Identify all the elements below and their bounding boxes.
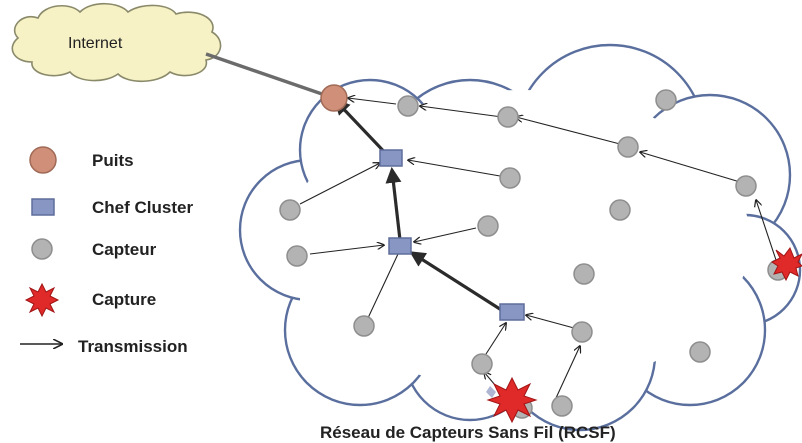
internet-cloud-icon [11,2,222,83]
transmission-link [555,346,580,399]
sensor-node [279,199,301,221]
backbone-link [385,166,402,241]
sensor-node [551,395,573,417]
sensor-node [353,315,375,337]
sensor-node [499,167,521,189]
legend-transmission-label: Transmission [78,337,188,356]
sensor-node [617,136,639,158]
sensor-node [497,106,519,128]
legend-sink-icon [29,146,57,174]
sensor-node [571,321,593,343]
internet-label: Internet [68,35,123,52]
legend-sensor-label: Capteur [92,240,157,259]
sensor-node [735,175,757,197]
diagram-caption: Réseau de Capteurs Sans Fil (RCSF) [320,423,616,442]
legend: Puits Chef Cluster Capteur Capture Trans… [20,146,193,356]
sink-node [320,84,348,112]
sensor-node [397,95,419,117]
sensor-node [471,353,493,375]
transmission-link [420,106,503,118]
legend-capture-icon [24,282,60,318]
transmission-link [414,227,477,242]
capture-burst-icon [771,246,802,282]
legend-sink-label: Puits [92,151,134,170]
legend-cluster-head-icon [31,198,55,216]
transmission-link [526,315,575,329]
transmission-links [299,98,777,399]
transmission-link [309,245,384,255]
sensor-node [573,263,595,285]
cluster-head-node [388,237,412,255]
sensor-node [477,215,499,237]
transmission-link [516,117,621,145]
capture-burst-icon [486,376,538,424]
transmission-link [408,160,501,177]
transmission-link [367,253,399,319]
legend-sensor-icon [31,238,53,260]
legend-cluster-head-label: Chef Cluster [92,198,193,217]
legend-capture-label: Capture [92,290,156,309]
cluster-head-node [379,149,403,167]
sensor-node [689,341,711,363]
transmission-link [348,98,397,105]
transmission-link [299,163,380,205]
transmission-link [485,323,506,355]
backbone-link [409,251,504,313]
sensor-node [286,245,308,267]
transmission-link [756,200,777,261]
sensor-node [609,199,631,221]
cluster-head-node [499,303,525,321]
sensor-node [655,89,677,111]
internet-link [205,52,323,96]
transmission-link [640,152,741,183]
